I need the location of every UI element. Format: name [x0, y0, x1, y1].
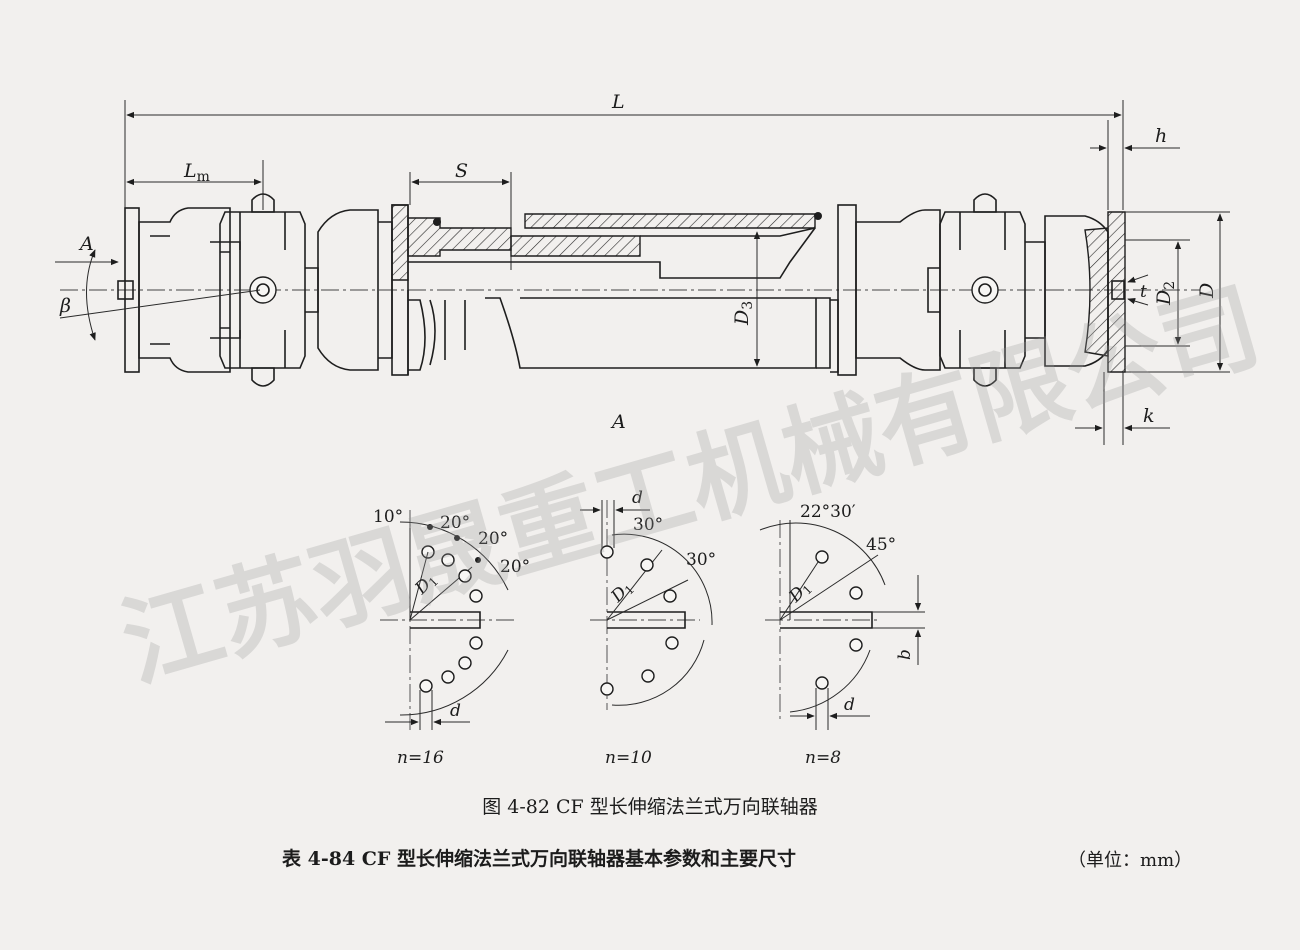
angle-n16-1: 10° — [373, 507, 403, 527]
angle-n16-2: 20° — [440, 513, 470, 533]
unit-label: （单位：mm） — [1068, 850, 1193, 871]
view-A-label: A — [610, 411, 626, 433]
dim-D1-n10: D1 — [607, 577, 638, 608]
flange-view-n8: 22°30′ 45° D1 b d n=8 — [759, 502, 925, 768]
angle-n8-1: 22°30′ — [800, 502, 856, 522]
n-label-10: n=10 — [605, 748, 652, 768]
dim-D: D — [1196, 283, 1218, 299]
angle-n8-2: 45° — [866, 535, 896, 555]
dim-D1-n8: D1 — [785, 577, 816, 608]
dim-L: L — [611, 91, 625, 113]
dim-S: S — [455, 160, 468, 182]
dim-h: h — [1155, 125, 1167, 147]
dim-b: b — [895, 649, 915, 660]
dim-d-n8: d — [844, 695, 855, 715]
n-label-8: n=8 — [805, 748, 841, 768]
dim-Lm: Lm — [183, 160, 210, 185]
figure-caption: 图 4-82 CF 型长伸缩法兰式万向联轴器 — [482, 796, 818, 818]
dim-D3: D3 — [731, 301, 756, 326]
dim-t: t — [1140, 282, 1147, 302]
dim-D2: D2 — [1153, 281, 1178, 306]
angle-n16-3: 20° — [478, 529, 508, 549]
main-elevation: L h Lm S — [55, 91, 1230, 445]
view-A-arrow-label: A — [78, 233, 94, 255]
angle-n10-2: 30° — [686, 550, 716, 570]
dim-k: k — [1143, 405, 1155, 427]
n-label-16: n=16 — [397, 748, 444, 768]
flange-view-n10: d 30° 30° D1 n=10 — [580, 488, 716, 768]
angle-beta: β — [59, 295, 71, 317]
dim-d-n10: d — [632, 488, 643, 508]
dim-d-n16: d — [450, 701, 461, 721]
table-caption: 表 4-84 CF 型长伸缩法兰式万向联轴器基本参数和主要尺寸 — [282, 848, 797, 870]
angle-n10-1: 30° — [633, 515, 663, 535]
angle-n16-4: 20° — [500, 557, 530, 577]
